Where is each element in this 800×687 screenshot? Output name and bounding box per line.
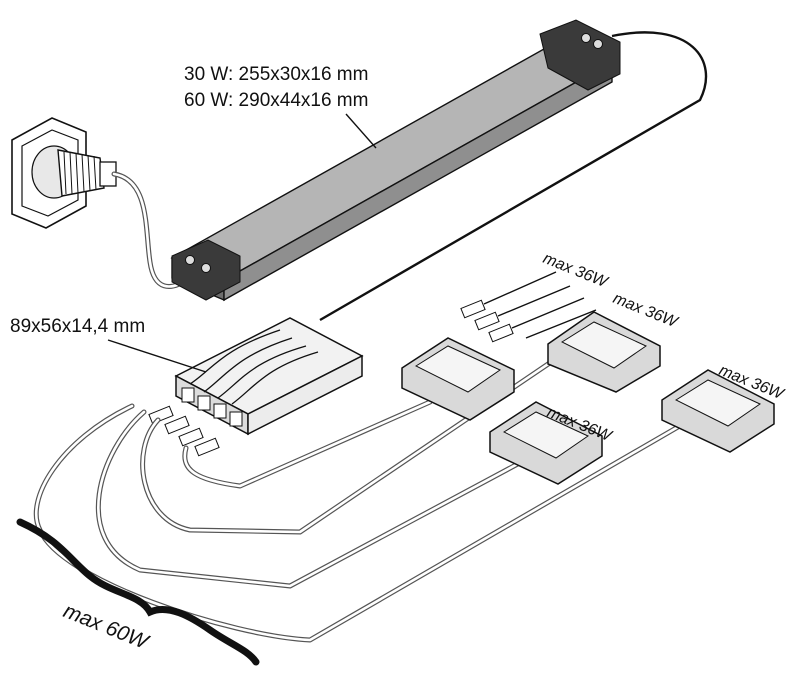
driver-size-60w: 60 W: 290x44x16 mm [184,90,368,111]
curly-brace-icon [16,518,260,666]
max-36w-label-connectors: max 36W [541,250,612,292]
led-module-icon [401,311,775,485]
distributor-box-icon [174,317,364,436]
distributor-size: 89x56x14,4 mm [10,316,145,337]
driver-size-30w: 30 W: 255x30x16 mm [184,64,368,85]
connector-icon [148,271,597,457]
max-60w-label: max 60W [60,599,153,654]
led-driver-icon [170,19,621,302]
plug-icon [57,149,117,197]
